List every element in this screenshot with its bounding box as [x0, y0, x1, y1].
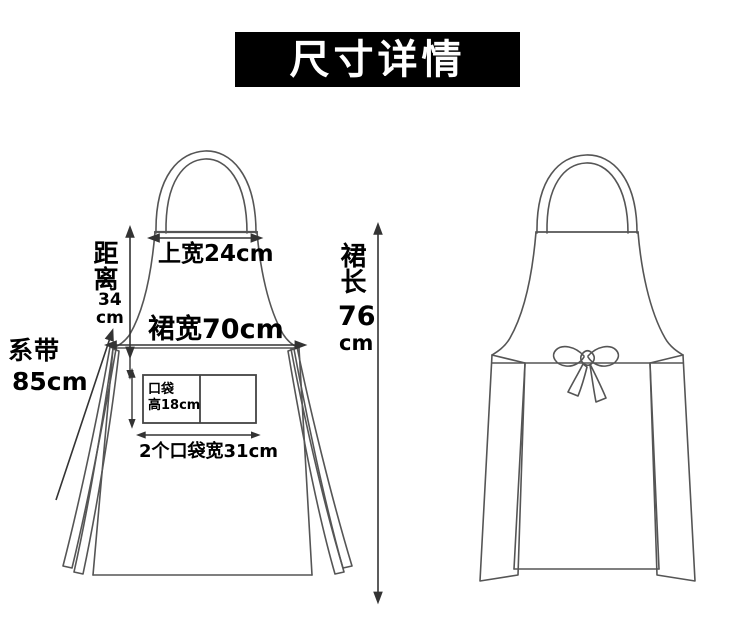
bow-loop-left	[552, 345, 585, 367]
neck-strap-outer	[155, 150, 257, 234]
label-distance-unit: cm	[96, 308, 124, 328]
bow-tail-right	[589, 364, 607, 403]
back-tie-panel-right	[649, 354, 696, 582]
back-neck-strap-inner	[546, 162, 629, 234]
label-top-width: 上宽24cm	[158, 241, 274, 267]
neck-strap-inner	[165, 158, 248, 234]
bow-knot	[579, 349, 596, 367]
label-distance: 距离	[90, 240, 119, 292]
label-pocket: 口袋	[148, 382, 175, 397]
bow-loop-right	[587, 345, 620, 367]
label-length-value: 76	[338, 301, 376, 332]
back-bib-right-curve	[637, 231, 684, 356]
label-length: 裙长	[336, 242, 366, 294]
bow-tail-left	[567, 363, 588, 397]
page-title: 尺寸详情	[289, 36, 466, 83]
back-bib-left-curve	[491, 231, 537, 356]
back-neck-strap-outer	[536, 154, 638, 234]
waist-tie-right-b	[287, 348, 345, 575]
label-pockets-width: 2个口袋宽31cm	[139, 441, 278, 462]
label-length-unit: cm	[339, 331, 374, 355]
waist-tie-left-b	[73, 348, 120, 575]
apron-back-view	[479, 154, 696, 582]
label-strap-value: 85cm	[12, 367, 88, 396]
label-distance-value: 34	[98, 290, 122, 310]
label-pocket-height: 高18cm	[148, 398, 201, 413]
label-skirt-width: 裙宽70cm	[148, 314, 284, 345]
dimension-lines-front	[55, 222, 383, 605]
title-banner: 尺寸详情	[235, 32, 520, 87]
dim-strap-arrow	[55, 328, 114, 501]
apron-front-view	[62, 150, 353, 576]
label-strap: 系带	[8, 336, 61, 365]
front-pocket-group	[142, 374, 257, 424]
waist-tie-left-a	[62, 346, 117, 569]
back-tie-panel-left	[479, 354, 526, 582]
